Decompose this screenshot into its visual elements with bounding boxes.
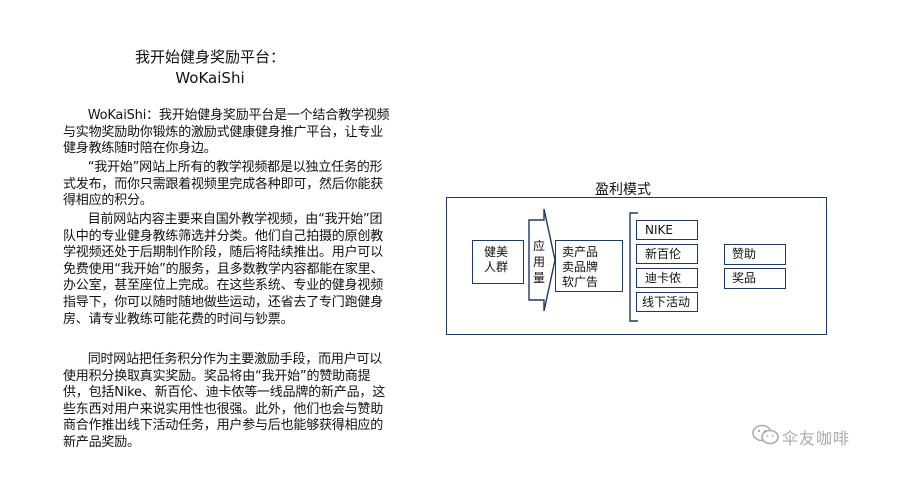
watermark: 伞友咖啡 [752,424,882,448]
sponsor-box: 赞助 [724,244,786,265]
diagram-frame [446,197,827,335]
paragraph-2: “我开始”网站上所有的教学视频都是以独立任务的形式发布，而你只需跟着视频里完成各… [63,160,384,209]
products-line-1: 卖产品 [562,245,599,259]
paragraph-3: 目前网站内容主要来自国外教学视频，由“我开始”团队中的专业健身教练筛选并分类。他… [63,212,384,327]
paragraph-4: 同时网站把任务积分作为主要激励手段，而用户可以使用积分换取真实奖励。奖品将由“我… [63,352,385,450]
title-line-2: WoKaiShi [175,69,245,87]
offline-activity-box: 线下活动 [636,292,698,312]
arrow-label: 应 用 量 [533,238,549,286]
products-line-3: 软广告 [562,275,599,289]
brand-new-balance-box: 新百伦 [636,244,698,264]
arrow-label-char-2: 用 [533,255,546,269]
bracket-shape [629,212,638,322]
products-box: 卖产品 卖品牌 软广告 [555,240,623,292]
wechat-icon [752,424,779,445]
right-arrow-shape [528,208,556,312]
paragraph-1: WoKaiShi：我开始健身奖励平台是一个结合教学视频与实物奖励助你锻炼的激励式… [63,108,390,157]
diagram-title: 盈利模式 [595,182,651,198]
brand-nike-box: NIKE [636,220,698,240]
products-line-2: 卖品牌 [562,260,599,274]
prize-box: 奖品 [724,268,786,289]
crowd-box: 健美 人群 [472,240,524,284]
title-line-1: 我开始健身奖励平台： [134,48,285,66]
crowd-label-line-2: 人群 [484,260,509,274]
brand-decathlon-box: 迪卡侬 [636,268,698,288]
watermark-text: 伞友咖啡 [782,429,851,448]
arrow-label-char-3: 量 [533,271,546,285]
arrow-label-char-1: 应 [533,239,546,253]
crowd-label-line-1: 健美 [484,245,509,259]
